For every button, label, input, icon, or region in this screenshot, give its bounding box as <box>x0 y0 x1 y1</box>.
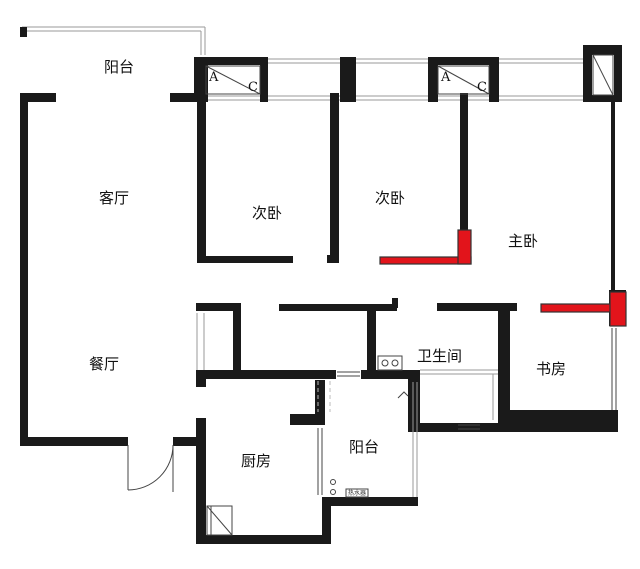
entry-door <box>127 444 174 492</box>
bathroom-fixtures <box>377 355 498 420</box>
highlighted-walls <box>379 229 627 327</box>
red-wall-bedroom-vertical <box>457 229 472 265</box>
room-label-study: 书房 <box>536 360 566 378</box>
kitchen-sink <box>206 505 233 536</box>
ac-unit-2-c: C <box>477 80 487 95</box>
room-label-living: 客厅 <box>99 189 129 207</box>
room-label-dining: 餐厅 <box>89 355 119 373</box>
red-wall-bedroom <box>379 256 472 265</box>
dining-edge <box>196 313 331 412</box>
room-label-master: 主卧 <box>508 232 538 250</box>
ac-unit-2: A C <box>437 65 490 95</box>
heater-label: 热水器 <box>348 489 366 497</box>
room-label-balcony-top: 阳台 <box>104 58 134 76</box>
room-label-bedroom-2a: 次卧 <box>252 204 282 222</box>
room-label-bedroom-2b: 次卧 <box>375 189 405 207</box>
red-wall-master-vertical <box>609 291 627 327</box>
room-label-balcony-service: 阳台 <box>349 438 379 456</box>
ac-unit-1: A C <box>205 65 261 95</box>
windows <box>317 328 617 497</box>
ac-unit-1-a: A <box>208 70 219 85</box>
walls <box>20 27 626 544</box>
ac-unit-2-a: A <box>440 70 451 85</box>
room-label-kitchen: 厨房 <box>241 452 271 470</box>
room-label-bathroom: 卫生间 <box>417 347 462 365</box>
top-balcony-railing <box>22 26 590 101</box>
room-labels: 阳台 客厅 次卧 次卧 主卧 餐厅 卫生间 书房 厨房 阳台 <box>89 58 566 470</box>
ac-unit-3 <box>592 54 614 96</box>
service-balcony-fixtures: 热水器 <box>330 391 409 498</box>
ac-unit-1-c: C <box>248 80 258 95</box>
red-wall-master <box>540 303 616 313</box>
